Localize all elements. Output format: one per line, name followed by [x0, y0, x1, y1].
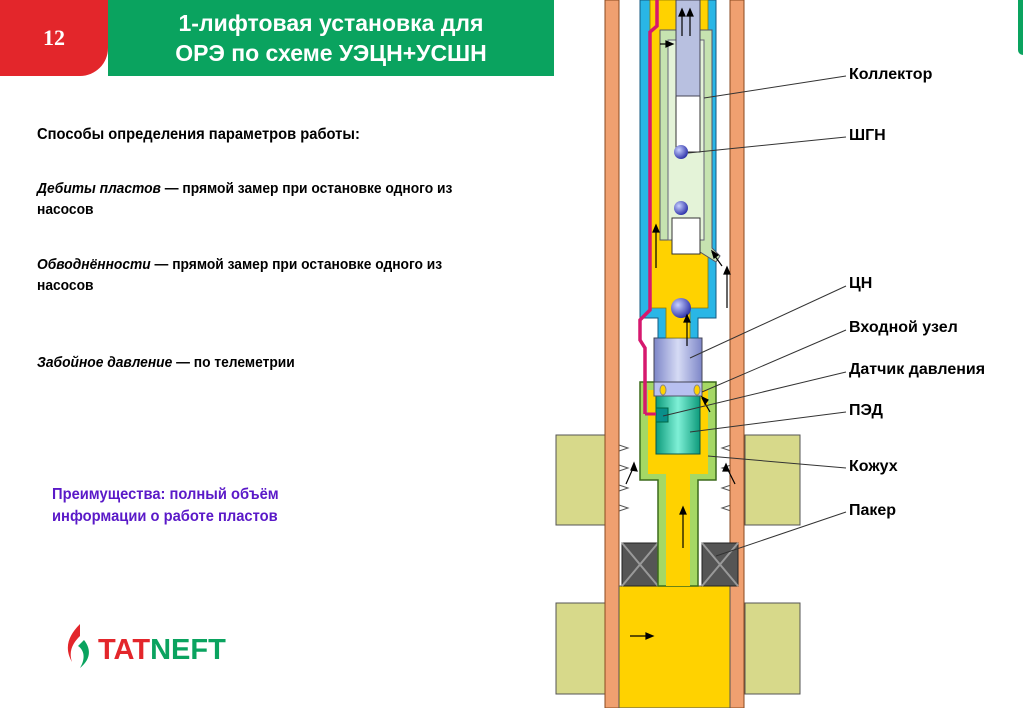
slide-title: 1-лифтовая установка для ОРЭ по схеме УЭ… — [108, 0, 554, 76]
title-line-2: ОРЭ по схеме УЭЦН+УСШН — [175, 40, 487, 66]
flow-arrows — [625, 7, 736, 640]
tatneft-logo: TATNEFT — [62, 622, 226, 670]
label-pressure-sensor: Датчик давления — [849, 361, 986, 378]
methods-heading: Способы определения параметров работы: — [37, 126, 360, 143]
formation-upper — [555, 434, 801, 526]
title-line-1: 1-лифтовая установка для — [178, 10, 484, 36]
logo-part-tat: TAT — [98, 634, 151, 666]
valve-ball-upper — [674, 145, 688, 159]
label-inlet: Входной узел — [849, 319, 958, 336]
advantage-line-1: Преимущества: полный объём — [52, 486, 279, 503]
label-collector: Коллектор — [849, 66, 933, 83]
water-cut-term: Обводнённости — [37, 256, 151, 273]
debit-text: — прямой замер при остановке одного из н… — [37, 180, 453, 218]
srp-plunger — [675, 95, 701, 153]
pressure-term: Забойное давление — [37, 354, 173, 371]
formation-lower — [555, 602, 801, 695]
centrifugal-pump — [653, 337, 703, 383]
water-cut-text: — прямой замер при остановке одного из н… — [37, 256, 443, 294]
lower-zone — [618, 585, 731, 708]
valve-ball-lower — [671, 298, 691, 318]
pressure-paragraph: Забойное давление — по телеметрии — [37, 352, 479, 373]
debit-term: Дебиты пластов — [37, 180, 161, 197]
label-ped: ПЭД — [849, 402, 883, 419]
leader-lines — [662, 75, 847, 557]
debit-paragraph: Дебиты пластов — прямой замер при остано… — [37, 178, 479, 220]
slide-number: 12 — [0, 0, 108, 76]
advantages-text: Преимущества: полный объём информации о … — [52, 484, 356, 528]
motor-ped — [655, 395, 701, 455]
well-diagram — [555, 0, 847, 708]
casing-wall-left — [604, 0, 620, 708]
casing-wall-right — [729, 0, 745, 708]
logo-wordmark: TATNEFT — [98, 630, 226, 670]
power-cable — [638, 0, 659, 414]
corner-accent — [1018, 0, 1023, 55]
valve-ball-middle — [674, 201, 688, 215]
advantage-line-2: информации о работе пластов — [52, 508, 278, 525]
logo-part-neft: NEFT — [150, 634, 226, 666]
srp-valve-housing — [671, 217, 701, 255]
pressure-text: — по телеметрии — [172, 354, 295, 371]
label-packer: Пакер — [849, 502, 897, 519]
label-casing: Кожух — [849, 458, 898, 475]
flame-icon — [67, 624, 89, 668]
label-shgn: ШГН — [849, 127, 886, 144]
label-cn: ЦН — [849, 275, 873, 292]
water-cut-paragraph: Обводнённости — прямой замер при останов… — [37, 254, 479, 296]
